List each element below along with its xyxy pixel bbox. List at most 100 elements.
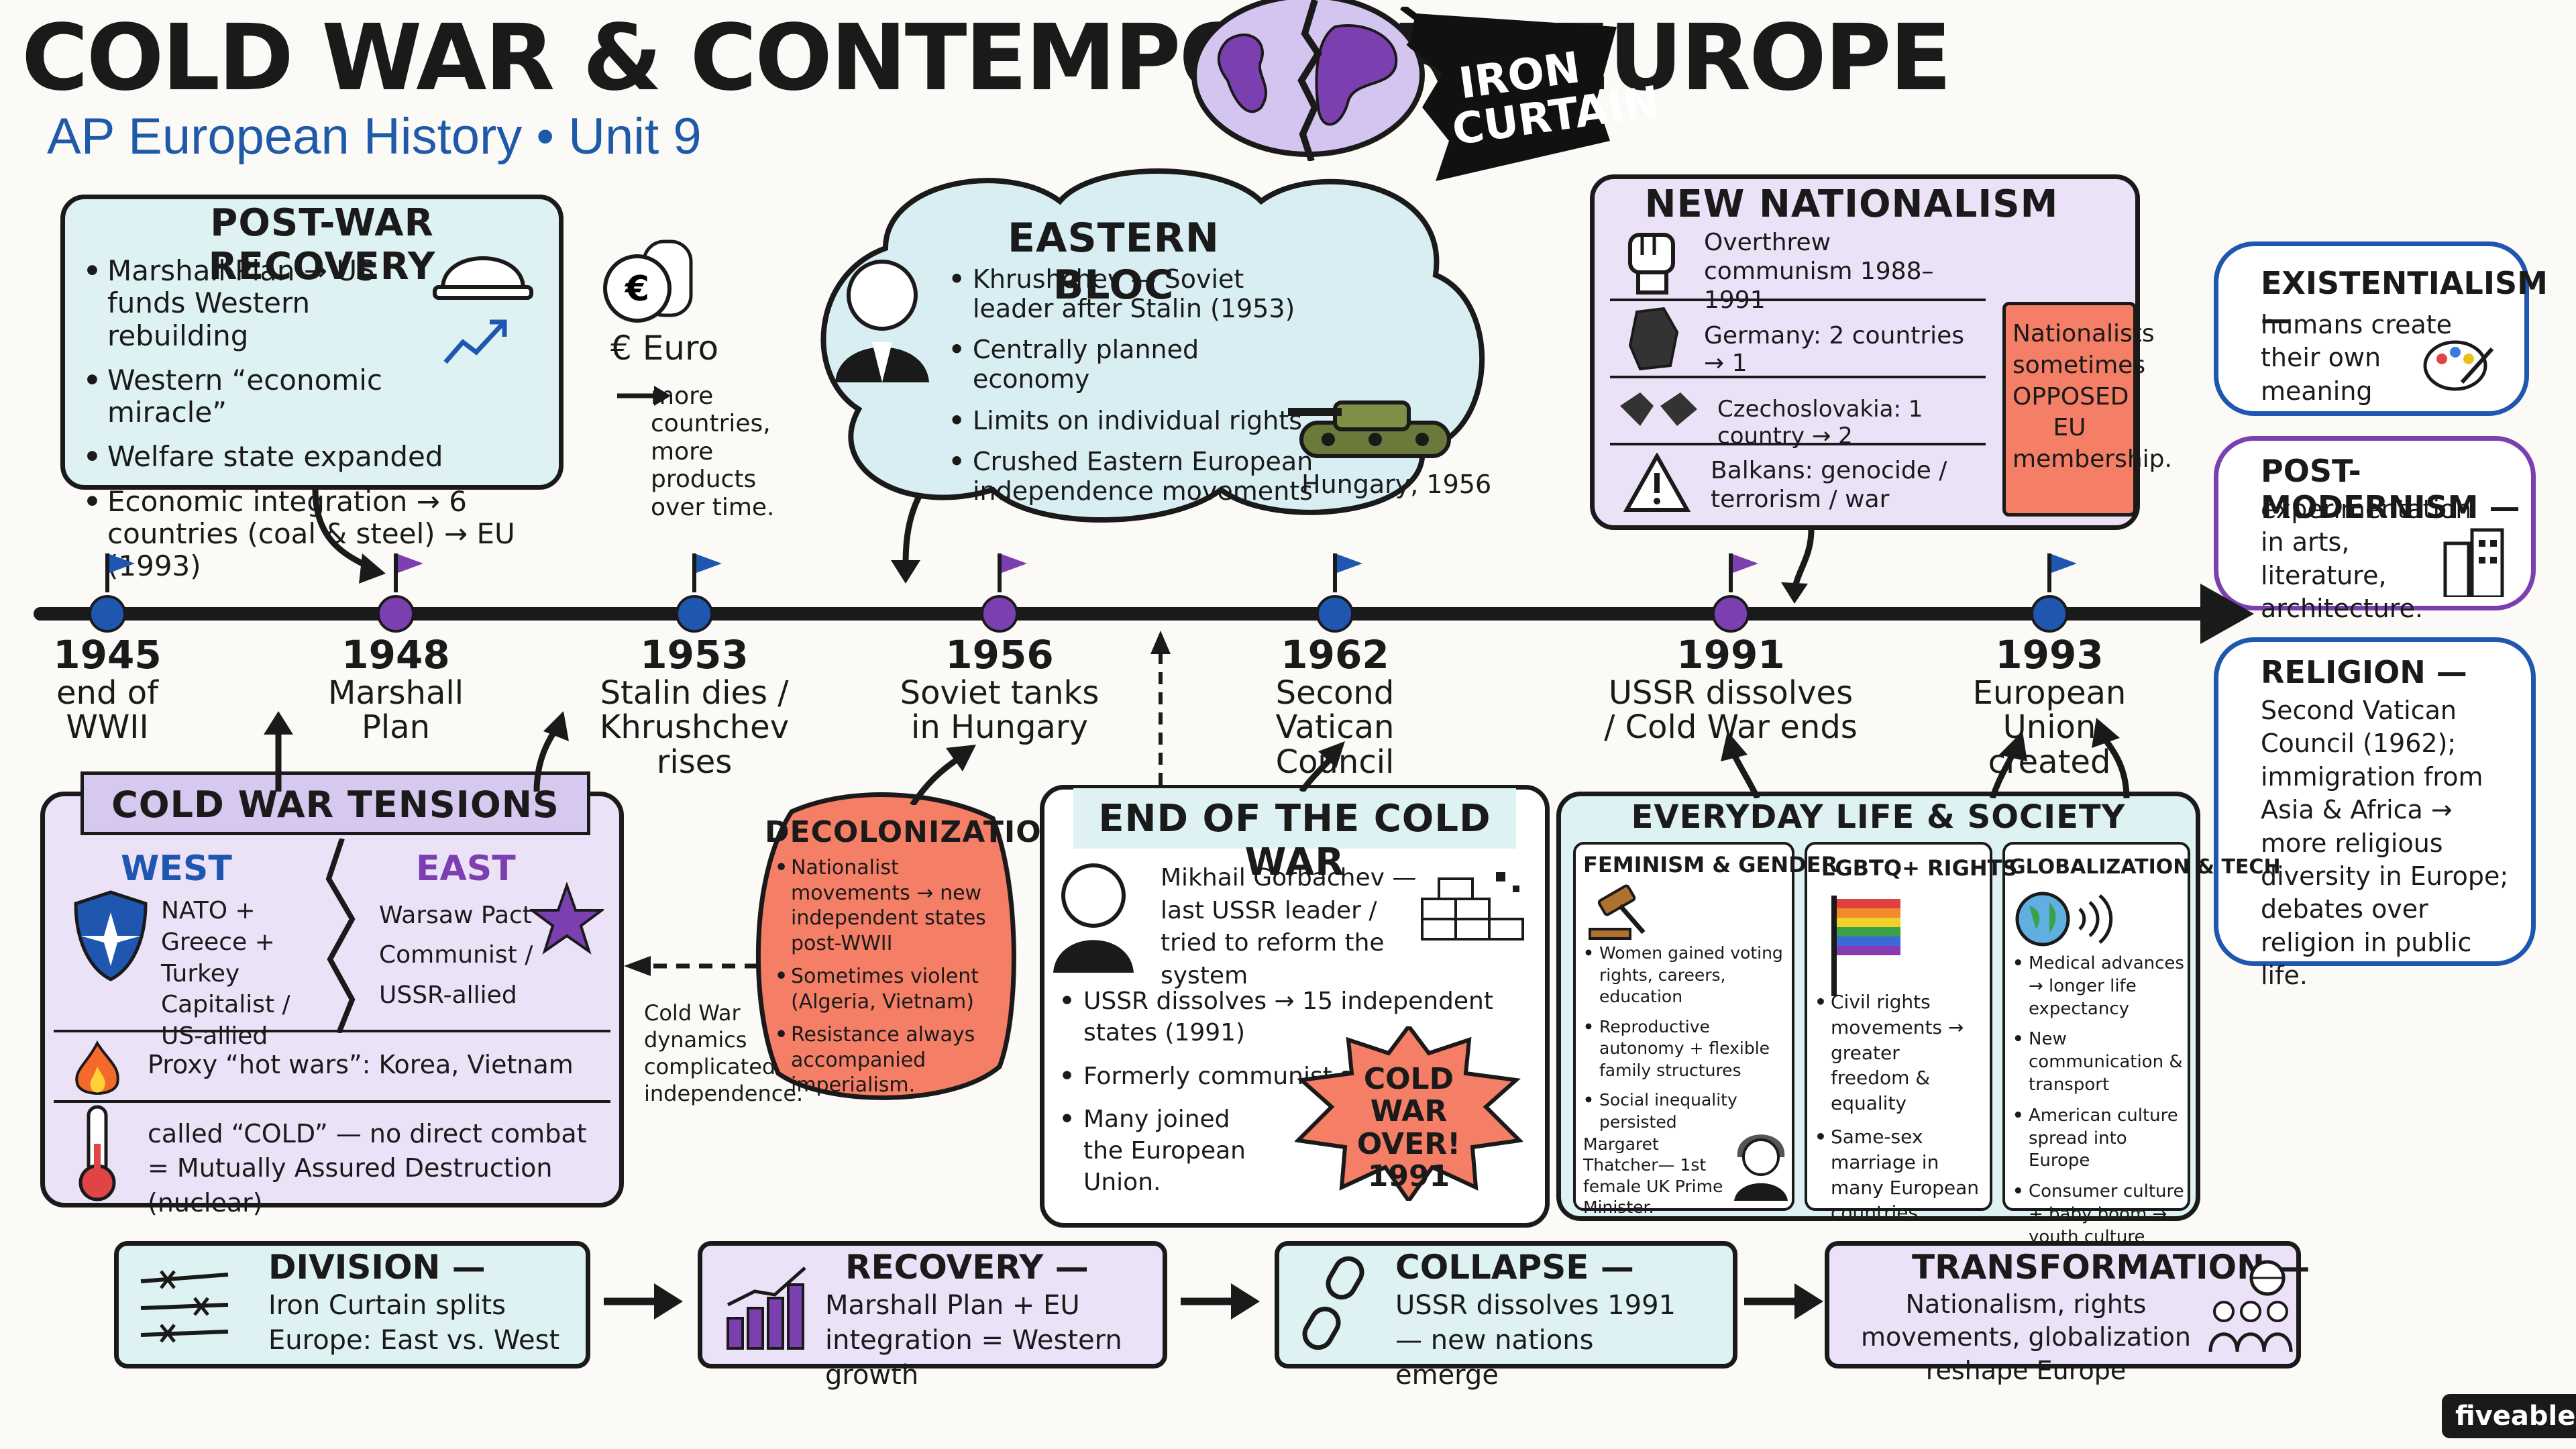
timeline-year: 1993 — [1995, 632, 2104, 678]
timeline-label: Stalin dies / Khrushchev rises — [599, 674, 790, 782]
arrow-up-1948 — [523, 711, 577, 794]
eastern-bloc-list: Khrushchev — Soviet leader after Stalin … — [946, 264, 1322, 519]
east-title: EAST — [416, 849, 516, 889]
list-item: Marshall Plan → US funds Western rebuild… — [80, 254, 429, 352]
bubble-text: Second Vatican Council (1962); immigrati… — [2261, 696, 2509, 991]
timeline-dot — [377, 595, 415, 633]
list-item: Resistance always accompanied imperialis… — [775, 1022, 1016, 1098]
summary-title: DIVISION — — [268, 1248, 486, 1287]
list-item: Same-sex marriage in many European count… — [1815, 1124, 1982, 1226]
list-item: Limits on individual rights — [946, 406, 1322, 436]
divider — [1610, 299, 1986, 301]
list-item: Economic integration → 6 countries (coal… — [80, 485, 523, 583]
czech-map-icon — [1613, 386, 1701, 435]
flag-pole — [394, 553, 398, 592]
khrushchev-portrait — [825, 248, 939, 385]
arrow-to-1956-up — [906, 738, 979, 808]
west-title: WEST — [121, 849, 232, 889]
flag-pole — [692, 553, 696, 592]
bubble-title: POST-MODERNISM — — [2261, 453, 2520, 525]
tank-icon — [1288, 376, 1462, 472]
timeline-axis — [34, 607, 2214, 621]
timeline-year: 1945 — [53, 632, 162, 678]
proxy-wars-text: Proxy “hot wars”: Korea, Vietnam — [148, 1050, 574, 1079]
post-war-list: Marshall Plan → US funds Western rebuild… — [80, 254, 523, 595]
timeline-year: 1956 — [945, 632, 1054, 678]
cracked-globe-icon — [1181, 0, 1462, 162]
trend-up-icon — [443, 315, 517, 372]
cold-definition: called “COLD” — no direct combat = Mutua… — [148, 1119, 587, 1218]
svg-text:€: € — [625, 269, 649, 309]
timeline-label: Soviet tanks in Hungary — [900, 674, 1099, 747]
broken-wall-icon — [1415, 859, 1529, 962]
summary-arrow — [604, 1278, 684, 1328]
euro-note: more countries, more products over time. — [651, 382, 775, 521]
cold-war-over-text: COLD WAR OVER! 1991 — [1356, 1062, 1461, 1194]
bubble-title: RELIGION — — [2261, 654, 2467, 690]
summary-arrow — [1181, 1278, 1261, 1328]
flag-icon — [2051, 554, 2077, 573]
list-item: Many joined the European Union. — [1057, 1104, 1271, 1198]
column-title: GLOBALIZATION & TECH — [2009, 855, 2281, 879]
timeline-label: USSR dissolves / Cold War ends — [1604, 674, 1858, 747]
summary-collapse — [1275, 1241, 1737, 1368]
timeline-label: end of WWII — [56, 674, 158, 747]
thermometer-icon — [74, 1104, 121, 1207]
nationalism-row: Balkans: genocide / terrorism / war — [1711, 457, 1947, 514]
arrow-to-1991 — [1771, 529, 1825, 606]
decolonization-list: Nationalist movements → new independent … — [775, 855, 1016, 1106]
east-text: Warsaw Pact Communist / USSR-allied — [379, 902, 533, 1009]
iron-curtain-banner: IRON CURTAIN — [1395, 7, 1663, 208]
summary-text: Marshall Plan + EU integration = Western… — [825, 1290, 1122, 1391]
flag-pole — [105, 553, 109, 592]
arrow-up-1991 — [1717, 731, 1771, 801]
list-item: Medical advances → longer life expectanc… — [2012, 953, 2187, 1020]
list-item: USSR dissolves → 15 independent states (… — [1057, 986, 1526, 1049]
bubble-title: EXISTENTIALISM — — [2261, 265, 2548, 337]
flag-icon — [1002, 554, 1027, 573]
timeline-dot — [676, 595, 713, 633]
timeline-arrowhead — [2200, 584, 2254, 644]
summary-title: TRANSFORMATION — — [1912, 1248, 2310, 1287]
decolonization-title: DECOLONIZATION — [765, 815, 1067, 849]
list-item: New communication & transport — [2012, 1028, 2187, 1096]
arrow-to-1962 — [1295, 738, 1348, 794]
list-item: Western “economic miracle” — [80, 364, 456, 429]
bubble-text: experimentation in arts, literature, arc… — [2261, 494, 2472, 624]
list-item: Sometimes violent (Algeria, Vietnam) — [775, 964, 1016, 1014]
timeline-year: 1948 — [341, 632, 450, 678]
dashed-arrow-up — [1147, 631, 1174, 788]
timeline-label: Marshall Plan — [327, 674, 464, 747]
lgbtq-list: Civil rights movements → greater freedom… — [1815, 989, 1982, 1234]
nationalism-row: Overthrew communism 1988–1991 — [1704, 229, 1934, 315]
column-title: LGBTQ+ RIGHTS — [1821, 855, 2018, 881]
timeline-year: 1962 — [1281, 632, 1389, 678]
list-item: Nationalist movements → new independent … — [775, 855, 1016, 956]
list-item: American culture spread into Europe — [2012, 1105, 2187, 1173]
gorbachev-text: Mikhail Gorbachev — last USSR leader / t… — [1161, 864, 1417, 989]
people-globe-icon — [2207, 1258, 2294, 1361]
euro-coins-icon: € — [597, 228, 698, 331]
buildings-icon — [2442, 523, 2509, 600]
summary-text: USSR dissolves 1991 — new nations emerge — [1395, 1290, 1676, 1391]
existentialism-bubble — [2214, 241, 2529, 416]
bubble-text: humans create their own meaning — [2261, 310, 2453, 406]
thatcher-portrait — [1731, 1120, 1791, 1203]
fist-icon — [1617, 221, 1684, 298]
divider — [54, 1030, 610, 1032]
list-item: Social inequality persisted — [1583, 1089, 1791, 1133]
list-item: Civil rights movements → greater freedom… — [1815, 989, 1982, 1116]
summary-title: COLLAPSE — — [1395, 1248, 1634, 1287]
palette-icon — [2422, 335, 2496, 398]
fire-icon — [70, 1040, 124, 1103]
iron-curtain-label: IRON CURTAIN — [1449, 43, 1663, 156]
list-item: Reproductive autonomy + flexible family … — [1583, 1016, 1791, 1082]
divider — [1610, 443, 1986, 445]
column-title: FEMINISM & GENDER — [1583, 852, 1838, 877]
barbed-wire-icon — [134, 1254, 235, 1358]
gavel-icon — [1587, 882, 1660, 945]
timeline-dot — [89, 595, 126, 633]
nato-shield-icon — [70, 889, 151, 985]
